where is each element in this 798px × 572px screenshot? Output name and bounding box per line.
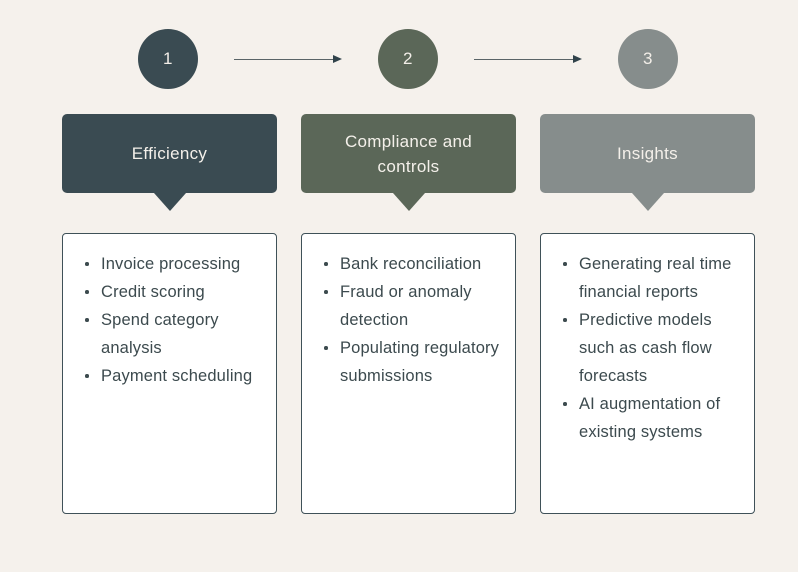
list-item: Payment scheduling <box>85 362 262 390</box>
list-item: Spend category analysis <box>85 306 262 362</box>
column-efficiency: Efficiency Invoice processing Credit sco… <box>62 114 277 514</box>
arrow-step1-to-step2-icon <box>234 52 344 68</box>
bullet-list-efficiency: Invoice processing Credit scoring Spend … <box>73 250 266 390</box>
list-item: Bank reconciliation <box>324 250 501 278</box>
column-card-efficiency: Invoice processing Credit scoring Spend … <box>62 233 277 514</box>
column-header-compliance-and-controls: Compliance and controls <box>301 114 516 211</box>
step-circle-2: 2 <box>378 29 438 89</box>
step-number-3: 3 <box>643 49 653 68</box>
column-insights: Insights Generating real time financial … <box>540 114 755 514</box>
column-compliance-and-controls: Compliance and controls Bank reconciliat… <box>301 114 516 514</box>
list-item: Generating real time financial reports <box>563 250 740 306</box>
step-number-1: 1 <box>163 49 173 68</box>
header-pointer-triangle <box>631 193 664 211</box>
column-header-label: Efficiency <box>131 144 208 163</box>
list-item: Fraud or anomaly detection <box>324 278 501 334</box>
bullet-list-insights: Generating real time financial reports P… <box>551 250 744 446</box>
column-card-compliance-and-controls: Bank reconciliation Fraud or anomaly det… <box>301 233 516 514</box>
arrow-shaft <box>234 59 334 61</box>
list-item: Credit scoring <box>85 278 262 306</box>
arrow-head <box>573 55 582 64</box>
step-circle-3: 3 <box>618 29 678 89</box>
column-header-label: Compliance and controls <box>344 131 473 176</box>
arrow-shaft <box>474 59 574 61</box>
column-card-insights: Generating real time financial reports P… <box>540 233 755 514</box>
header-pointer-triangle <box>392 193 425 211</box>
list-item: Predictive models such as cash flow fore… <box>563 306 740 390</box>
header-pointer-triangle <box>153 193 186 211</box>
step-number-2: 2 <box>403 49 413 68</box>
list-item: AI augmentation of existing systems <box>563 390 740 446</box>
arrow-step2-to-step3-icon <box>474 52 584 68</box>
arrow-head <box>333 55 342 64</box>
step-circle-1: 1 <box>138 29 198 89</box>
bullet-list-compliance-and-controls: Bank reconciliation Fraud or anomaly det… <box>312 250 505 390</box>
column-header-label: Insights <box>617 144 678 163</box>
list-item: Populating regulatory submissions <box>324 334 501 390</box>
column-header-efficiency: Efficiency <box>62 114 277 211</box>
list-item: Invoice processing <box>85 250 262 278</box>
column-header-insights: Insights <box>540 114 755 211</box>
